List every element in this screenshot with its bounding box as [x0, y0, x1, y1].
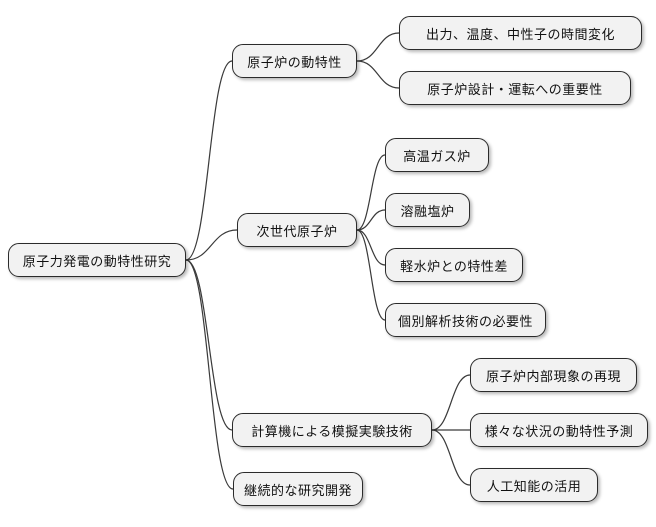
mindmap-node-b2: 次世代原子炉: [237, 213, 357, 247]
mindmap-node-b3l1: 原子炉内部現象の再現: [470, 358, 637, 392]
edge-b2-b2l4: [356, 229, 386, 321]
mindmap-node-b3l2: 様々な状況の動特性予測: [470, 413, 648, 447]
edge-b2-b2l3: [356, 229, 386, 266]
edge-b3-b3l1: [431, 374, 471, 431]
mindmap-node-b2l4: 個別解析技術の必要性: [385, 303, 546, 337]
mindmap-node-b2l1: 高温ガス炉: [385, 138, 489, 172]
mindmap-node-b2l2: 溶融塩炉: [385, 193, 470, 227]
mindmap-node-b2l3: 軽水炉との特性差: [385, 248, 523, 282]
edge-root-b4: [185, 259, 234, 490]
mindmap-node-b4: 継続的な研究開発: [233, 472, 363, 506]
mindmap-node-root: 原子力発電の動特性研究: [8, 243, 186, 277]
mindmap-node-b1l2: 原子炉設計・運転への重要性: [399, 71, 631, 105]
mindmap-node-b3: 計算機による模擬実験技術: [232, 413, 432, 447]
edge-root-b3: [185, 259, 233, 431]
edge-root-b1: [185, 60, 233, 261]
edge-b1-b1l1: [356, 32, 400, 62]
mindmap-node-b3l3: 人工知能の活用: [470, 468, 598, 502]
mindmap-node-b1l1: 出力、温度、中性子の時間変化: [399, 16, 642, 50]
edge-root-b2: [185, 229, 238, 261]
edge-b2-b2l1: [356, 154, 386, 231]
edge-b1-b1l2: [356, 60, 400, 89]
mindmap-node-b1: 原子炉の動特性: [232, 44, 357, 78]
edge-b3-b3l3: [431, 429, 471, 486]
edge-b2-b2l2: [356, 209, 386, 231]
